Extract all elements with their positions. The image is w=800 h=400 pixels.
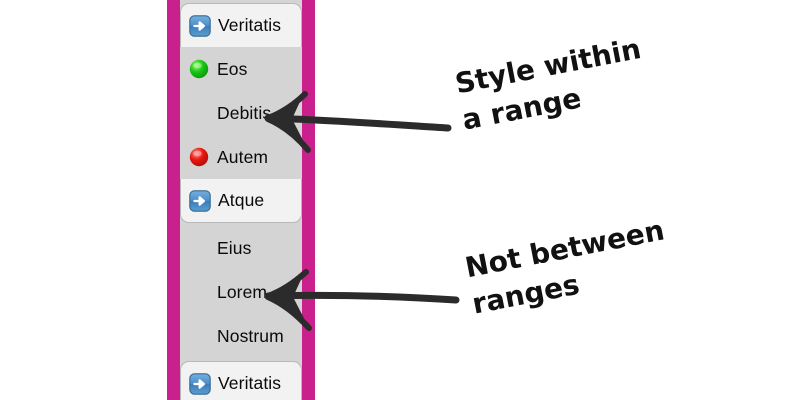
list-item[interactable]: Eos <box>180 47 302 91</box>
list-item[interactable]: Veritatis <box>180 361 302 400</box>
list-item[interactable]: Veritatis <box>180 3 302 47</box>
arrow-right-badge-icon <box>189 14 211 37</box>
list-item-label: Debitis <box>217 102 272 123</box>
list-item-label: Veritatis <box>218 15 282 35</box>
arrow-right-badge-icon <box>189 189 211 212</box>
list-item-label: Nostrum <box>217 325 284 346</box>
icon-spacer <box>188 325 210 347</box>
list-item-label: Eius <box>217 237 252 258</box>
list-item-label: Lorem <box>217 281 268 302</box>
list-item[interactable]: Autem <box>180 135 302 179</box>
list-item[interactable]: Debitis <box>180 91 302 135</box>
list-item-label: Veritatis <box>218 373 282 393</box>
icon-spacer <box>188 102 210 124</box>
icon-spacer <box>188 237 210 259</box>
range-rail-right <box>302 0 315 400</box>
list-item[interactable]: Eius <box>180 226 302 270</box>
red-status-dot-icon <box>189 147 209 167</box>
arrow-right-badge-icon <box>189 372 211 395</box>
annotation-not-between-ranges: Not between ranges <box>462 213 667 321</box>
list-item-label: Atque <box>218 190 265 210</box>
range-rail-left <box>167 0 180 400</box>
green-status-dot-icon <box>189 59 209 79</box>
list-item-label: Eos <box>217 58 248 79</box>
list-item-label: Autem <box>217 146 269 167</box>
icon-spacer <box>188 281 210 303</box>
list-item[interactable]: Atque <box>180 179 302 223</box>
annotation-style-within-a-range: Style within a range <box>452 32 644 137</box>
list-item[interactable]: Nostrum <box>180 314 302 358</box>
list-item[interactable]: Lorem <box>180 270 302 314</box>
